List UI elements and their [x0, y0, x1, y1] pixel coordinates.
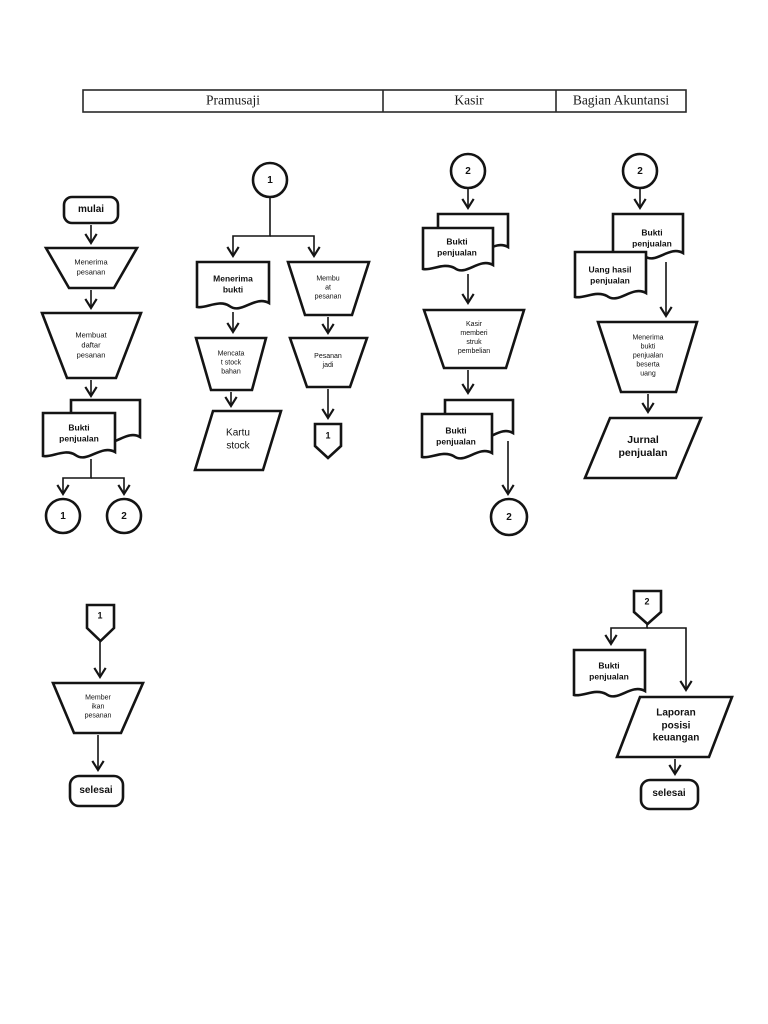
end-left-label: selesai [79, 784, 113, 796]
receive-receipt-cash-label: Menerima bukti penjualan beserta uang [632, 334, 664, 378]
stock-card-parallelogram [193, 409, 283, 472]
deliver-order-trapezoid [51, 681, 145, 735]
receive-order-label: Menerima pesanan [74, 257, 108, 276]
kasir-connector-circle-2-out [489, 497, 529, 537]
start-label: mulai [77, 203, 105, 215]
offpage-connector-2-in [632, 589, 663, 626]
arrow-doc-to-conn1 [56, 459, 92, 497]
give-receipt-trapezoid [422, 308, 526, 370]
end-right-label: selesai [652, 787, 686, 799]
end-terminator-left [68, 774, 125, 808]
end-terminator-right [639, 778, 700, 811]
connector-circle-1 [44, 497, 82, 535]
arrow-doc-to-conn2 [91, 477, 131, 497]
order-done-label: Pesanan jadi [314, 352, 342, 369]
kasir-receipt-doc-top-front [421, 226, 495, 272]
make-order-trapezoid [286, 260, 371, 317]
sales-receipt-label-1: Bukti penjualan [59, 422, 99, 443]
arrow-conn1-to-doc [226, 197, 271, 259]
give-receipt-label: Kasir memberi struk pembelian [457, 320, 491, 356]
connector-1-label: 1 [60, 510, 66, 522]
receive-order-trapezoid [43, 246, 140, 290]
record-stock-trapezoid [194, 336, 268, 392]
offpage-connector-1-in [85, 603, 116, 643]
connector-2-label: 2 [121, 510, 127, 522]
connector-circle-2 [105, 497, 143, 535]
deliver-order-label: Member ikan pesanan [84, 694, 112, 720]
arrow-conn1-to-make-order [270, 235, 321, 259]
kasir-receipt-doc-bottom-front [420, 412, 494, 460]
make-order-list-label: Membuat daftar pesanan [75, 330, 107, 359]
arrow-offpage-to-doc [604, 624, 648, 647]
lane-header-akuntansi: Bagian Akuntansi [572, 92, 670, 108]
cash-doc-label: Uang hasil penjualan [588, 264, 632, 285]
lane-header-pramusaji: Pramusaji [206, 92, 260, 108]
kasir-conn2-label: 2 [465, 165, 471, 177]
record-stock-label: Mencata t stock bahan [217, 350, 245, 376]
offpage-2-in-label: 2 [644, 596, 650, 607]
receive-receipt-document [195, 260, 271, 310]
start-terminator [62, 195, 120, 225]
offpage-connector-1 [313, 422, 343, 460]
kasir-conn2-out-label: 2 [506, 511, 512, 523]
offpage-1-label: 1 [325, 430, 331, 441]
order-done-trapezoid [288, 336, 369, 389]
bottom-right-receipt-doc [572, 648, 647, 698]
arrow-offpage-to-report [647, 627, 693, 693]
make-order-list-trapezoid [40, 311, 143, 380]
sales-receipt-document-front [41, 411, 117, 459]
stock-card-label: Kartu stock [226, 427, 250, 452]
cash-doc-front [573, 250, 648, 300]
bottom-right-receipt-label: Bukti penjualan [589, 660, 629, 681]
kasir-receipt-bottom-label: Bukti penjualan [436, 425, 476, 446]
connector-1-in-label: 1 [267, 174, 273, 186]
akuntansi-conn2-label: 2 [637, 165, 643, 177]
swimlane-header-table [82, 89, 687, 113]
lane-header-kasir: Kasir [454, 92, 484, 108]
financial-report-label: Laporan posisi keuangan [652, 707, 700, 744]
sales-journal-label: Jurnal penjualan [618, 433, 668, 459]
receive-receipt-label: Menerima bukti [213, 273, 253, 294]
sales-journal-parallelogram [583, 416, 703, 480]
receive-receipt-cash-trapezoid [596, 320, 699, 394]
offpage-1-in-label: 1 [97, 610, 103, 621]
akuntansi-receipt-label: Bukti penjualan [632, 227, 672, 248]
make-order-label: Membu at pesanan [314, 275, 342, 301]
financial-report-parallelogram [615, 695, 734, 759]
kasir-receipt-top-label: Bukti penjualan [437, 236, 477, 257]
